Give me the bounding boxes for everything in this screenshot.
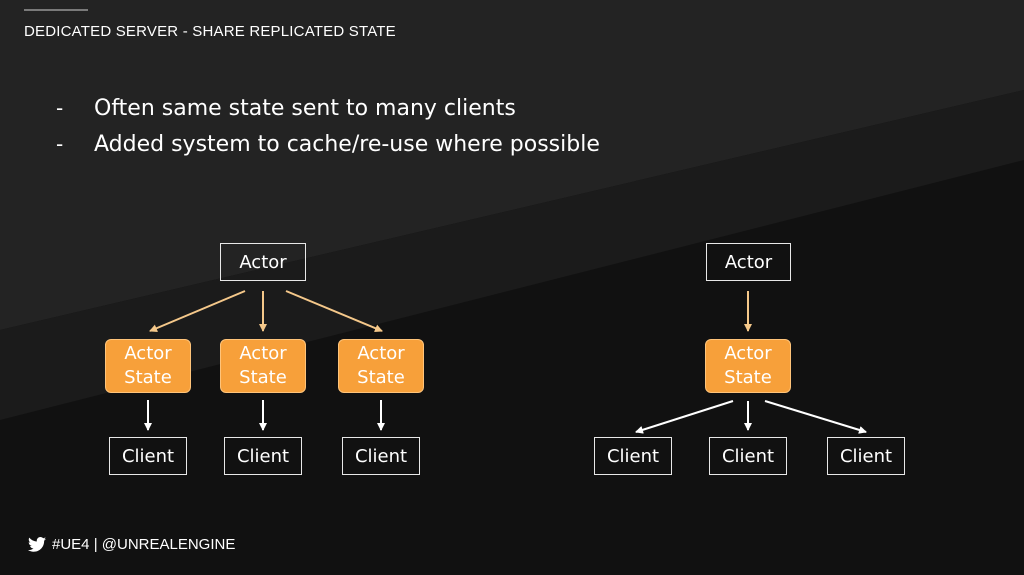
- bullet-text: Often same state sent to many clients: [94, 95, 516, 121]
- bullet-list: - Often same state sent to many clients …: [56, 90, 600, 162]
- footer-text: #UE4 | @UNREALENGINE: [52, 536, 236, 553]
- bullet-item: - Often same state sent to many clients: [56, 90, 600, 126]
- right-actor-state-box: Actor State: [705, 339, 791, 393]
- slide-title: DEDICATED SERVER - SHARE REPLICATED STAT…: [24, 23, 396, 40]
- left-actor-box: Actor: [220, 243, 306, 281]
- right-actor-box: Actor: [706, 243, 791, 281]
- bullet-text: Added system to cache/re-use where possi…: [94, 131, 600, 157]
- right-client-box: Client: [827, 437, 905, 475]
- right-client-box: Client: [709, 437, 787, 475]
- title-accent-bar: [24, 9, 88, 11]
- bullet-marker: -: [56, 96, 64, 120]
- bullet-marker: -: [56, 132, 64, 156]
- left-actor-state-box: Actor State: [220, 339, 306, 393]
- bullet-item: - Added system to cache/re-use where pos…: [56, 126, 600, 162]
- left-client-box: Client: [342, 437, 420, 475]
- footer: #UE4 | @UNREALENGINE: [28, 536, 235, 553]
- left-client-box: Client: [109, 437, 187, 475]
- right-client-box: Client: [594, 437, 672, 475]
- twitter-bird-icon: [28, 537, 46, 552]
- left-client-box: Client: [224, 437, 302, 475]
- left-actor-state-box: Actor State: [338, 339, 424, 393]
- left-actor-state-box: Actor State: [105, 339, 191, 393]
